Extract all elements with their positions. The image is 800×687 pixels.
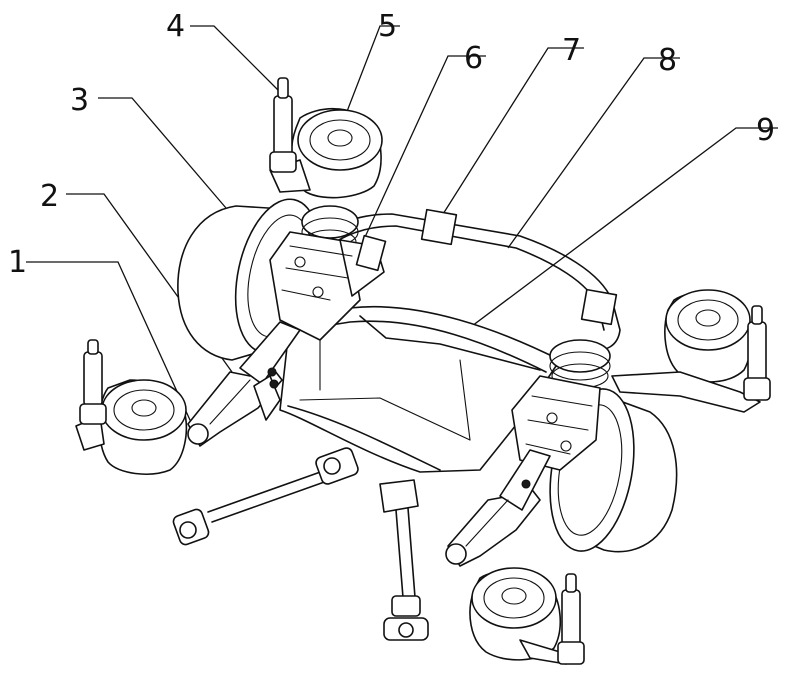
label-1: 1 [8, 245, 27, 280]
right-air-spring [549, 339, 611, 373]
leader-5 [345, 25, 400, 115]
left-control-arm [187, 321, 301, 447]
bottom-shock [557, 573, 585, 665]
top-shock [269, 77, 297, 173]
leader-lines [26, 25, 778, 443]
left-strut-assembly [269, 205, 387, 341]
longitudinal-rod [379, 479, 429, 641]
label-7: 7 [562, 33, 581, 68]
label-8: 8 [658, 43, 677, 78]
right-strut-assembly [511, 339, 611, 471]
leader-7 [437, 47, 584, 223]
label-3: 3 [70, 83, 89, 118]
leader-6 [359, 55, 486, 249]
bar-clamp-left [420, 208, 458, 246]
leader-3 [98, 97, 227, 209]
right-small-wheel [611, 289, 761, 413]
bottom-small-wheel [469, 567, 567, 665]
leader-1 [26, 261, 201, 443]
leader-4 [190, 25, 279, 91]
leader-9 [439, 127, 778, 351]
bar-clamp-right [580, 288, 618, 326]
label-2: 2 [40, 179, 59, 214]
right-shock [743, 305, 771, 401]
label-4: 4 [166, 9, 185, 44]
lateral-rod [172, 447, 359, 546]
right-control-arm [445, 449, 551, 567]
leader-8 [507, 57, 680, 249]
right-large-wheel [549, 388, 678, 553]
rear-left-shock [79, 339, 107, 425]
label-9: 9 [756, 113, 775, 148]
label-6: 6 [464, 41, 483, 76]
reference-labels: 1 2 3 4 5 6 7 8 9 [8, 9, 775, 280]
